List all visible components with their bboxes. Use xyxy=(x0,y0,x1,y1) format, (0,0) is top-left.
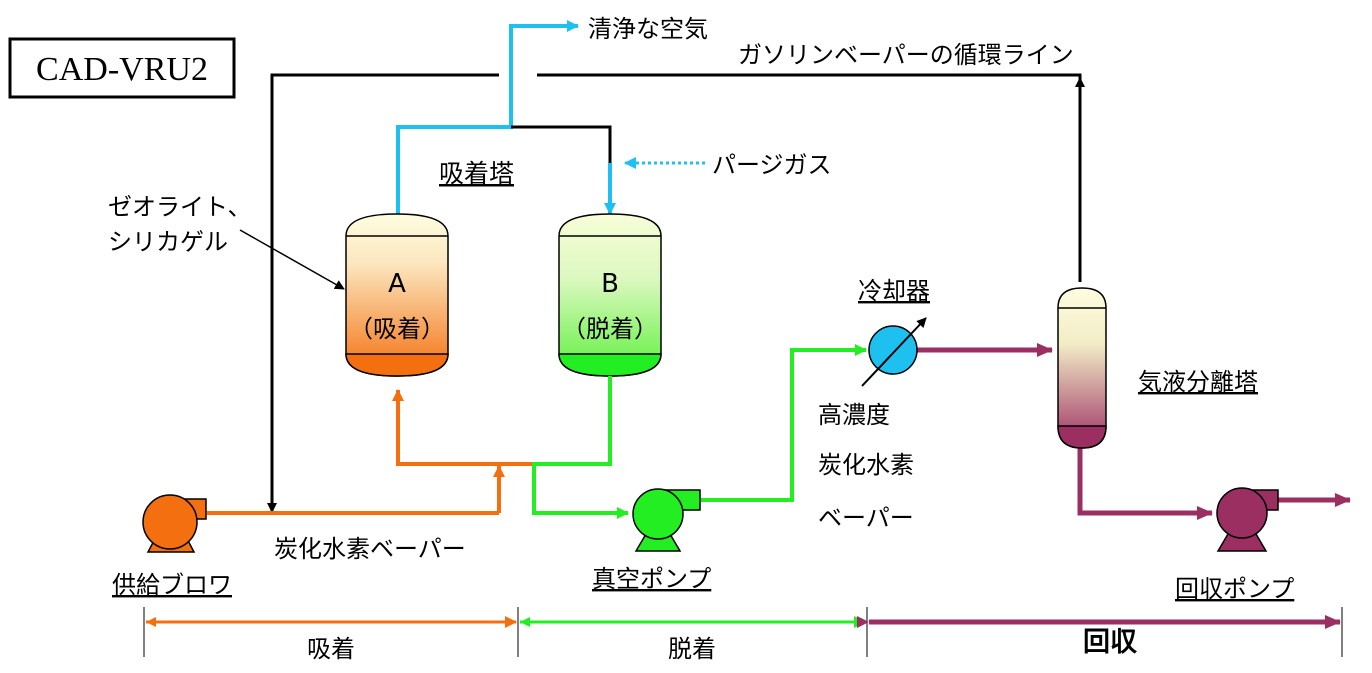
recovery-pump xyxy=(1216,487,1279,552)
title-text: CAD-VRU2 xyxy=(36,51,208,88)
feed-line xyxy=(207,389,534,515)
adsorbent-label-2: シリカゲル xyxy=(108,228,228,256)
recovery-pump-label: 回収ポンプ xyxy=(1175,575,1294,603)
desorption-line xyxy=(532,344,867,519)
supply-blower xyxy=(142,494,207,553)
vacuum-pump-label: 真空ポンプ xyxy=(592,565,711,593)
hc-vapor-label: 炭化水素ベーパー xyxy=(274,535,466,563)
separator-label: 気液分離塔 xyxy=(1138,368,1258,396)
recovery-line xyxy=(913,343,1351,520)
adsorbent-label-1: ゼオライト、 xyxy=(108,193,252,221)
supply-blower-label: 供給ブロワ xyxy=(112,571,232,599)
recycle-line xyxy=(267,73,1085,513)
purge-gas-label: パージガス xyxy=(712,151,832,179)
clean-air-label: 清浄な空気 xyxy=(588,15,708,43)
vacuum-pump xyxy=(632,488,701,552)
cooler xyxy=(861,317,927,387)
phase-desorption-label: 脱着 xyxy=(668,635,716,663)
vessel-a-state: （吸着） xyxy=(349,315,445,343)
vessel-a-letter: A xyxy=(388,269,406,299)
title-box: CAD-VRU2 xyxy=(8,37,236,99)
adsorbent-pointer xyxy=(239,229,345,290)
phase-adsorption-label: 吸着 xyxy=(307,635,355,663)
gasoline-recycle-label: ガソリンベーパーの循環ライン xyxy=(738,41,1074,69)
adsorber-towers-label: 吸着塔 xyxy=(439,159,514,188)
vessel-a: A （吸着） xyxy=(345,213,449,377)
vessel-b: B （脱着） xyxy=(558,213,662,377)
cooler-label: 冷却器 xyxy=(858,277,930,305)
hc-high-label-1: 高濃度 xyxy=(818,401,890,429)
hc-high-label-3: ベーパー xyxy=(818,504,914,532)
vessel-b-letter: B xyxy=(601,269,619,299)
phase-recovery-label: 回収 xyxy=(1083,627,1138,658)
separator-column xyxy=(1057,287,1107,449)
vessel-b-state: （脱着） xyxy=(562,315,658,343)
purge-connection xyxy=(511,125,705,215)
hc-high-label-2: 炭化水素 xyxy=(818,451,914,479)
phase-bar: 吸着 脱着 回収 xyxy=(143,607,1343,663)
